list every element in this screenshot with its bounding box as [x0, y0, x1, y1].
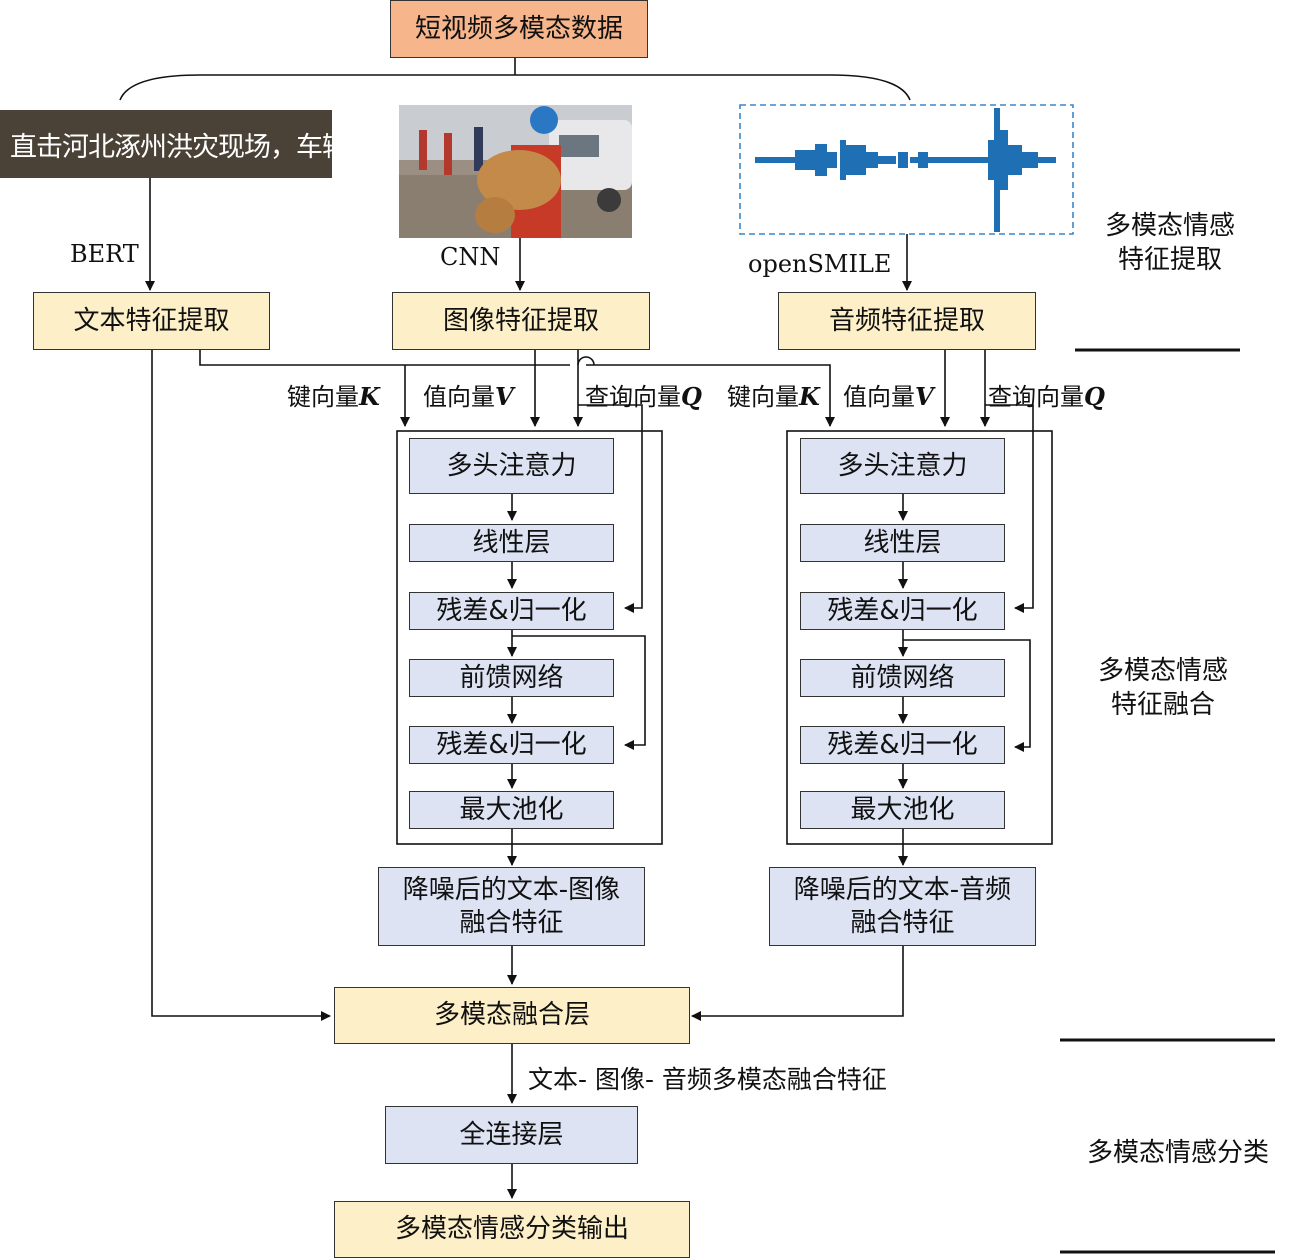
image-feature-extraction-box: 图像特征提取: [392, 292, 650, 350]
opensmile-label: openSMILE: [748, 250, 892, 278]
bert-label: BERT: [70, 240, 139, 268]
left-feedforward-box: 前馈网络: [409, 659, 614, 697]
left-maxpool-box: 最大池化: [409, 791, 614, 829]
cnn-label: CNN: [440, 243, 501, 271]
text-feature-extraction-box: 文本特征提取: [33, 292, 270, 350]
text-input-banner: 直击河北涿州洪灾现场，车辆被淹: [0, 110, 332, 178]
image-input-photo: [399, 105, 632, 238]
left-resnorm-box-1: 残差&归一化: [409, 592, 614, 630]
right-resnorm-box-1: 残差&归一化: [800, 592, 1005, 630]
stage-label-extraction: 多模态情感特征提取: [1104, 211, 1235, 275]
query-vector-label-left: 查询向量Q: [585, 382, 702, 411]
right-maxpool-box: 最大池化: [800, 791, 1005, 829]
right-linear-layer-box: 线性层: [800, 524, 1005, 562]
value-vector-label-right: 值向量V: [843, 382, 934, 411]
left-linear-layer-box: 线性层: [409, 524, 614, 562]
text-audio-denoised-feature-box: 降噪后的文本-音频融合特征: [769, 867, 1036, 946]
left-multihead-attention-box: 多头注意力: [409, 438, 614, 494]
text-image-denoised-feature-box: 降噪后的文本-图像融合特征: [378, 867, 645, 946]
stage-label-fusion: 多模态情感特征融合: [1097, 656, 1228, 720]
stage-label-classification: 多模态情感分类: [1086, 1138, 1269, 1168]
key-vector-label-right: 键向量K: [727, 382, 820, 411]
source-data-box: 短视频多模态数据: [390, 0, 648, 58]
key-vector-label-left: 键向量K: [287, 382, 380, 411]
fusion-feature-label: 文本- 图像- 音频多模态融合特征: [528, 1065, 887, 1094]
classification-output-box: 多模态情感分类输出: [334, 1201, 690, 1258]
right-resnorm-box-2: 残差&归一化: [800, 726, 1005, 764]
right-feedforward-box: 前馈网络: [800, 659, 1005, 697]
fully-connected-layer-box: 全连接层: [385, 1106, 638, 1164]
audio-feature-extraction-box: 音频特征提取: [778, 292, 1036, 350]
multimodal-fusion-layer-box: 多模态融合层: [334, 987, 690, 1044]
value-vector-label-left: 值向量V: [423, 382, 514, 411]
top-brace: [119, 58, 911, 101]
right-multihead-attention-box: 多头注意力: [800, 438, 1005, 494]
audio-waveform: [755, 108, 1056, 232]
query-vector-label-right: 查询向量Q: [988, 382, 1105, 411]
left-resnorm-box-2: 残差&归一化: [409, 726, 614, 764]
audio-waveform-frame: [739, 104, 1074, 235]
